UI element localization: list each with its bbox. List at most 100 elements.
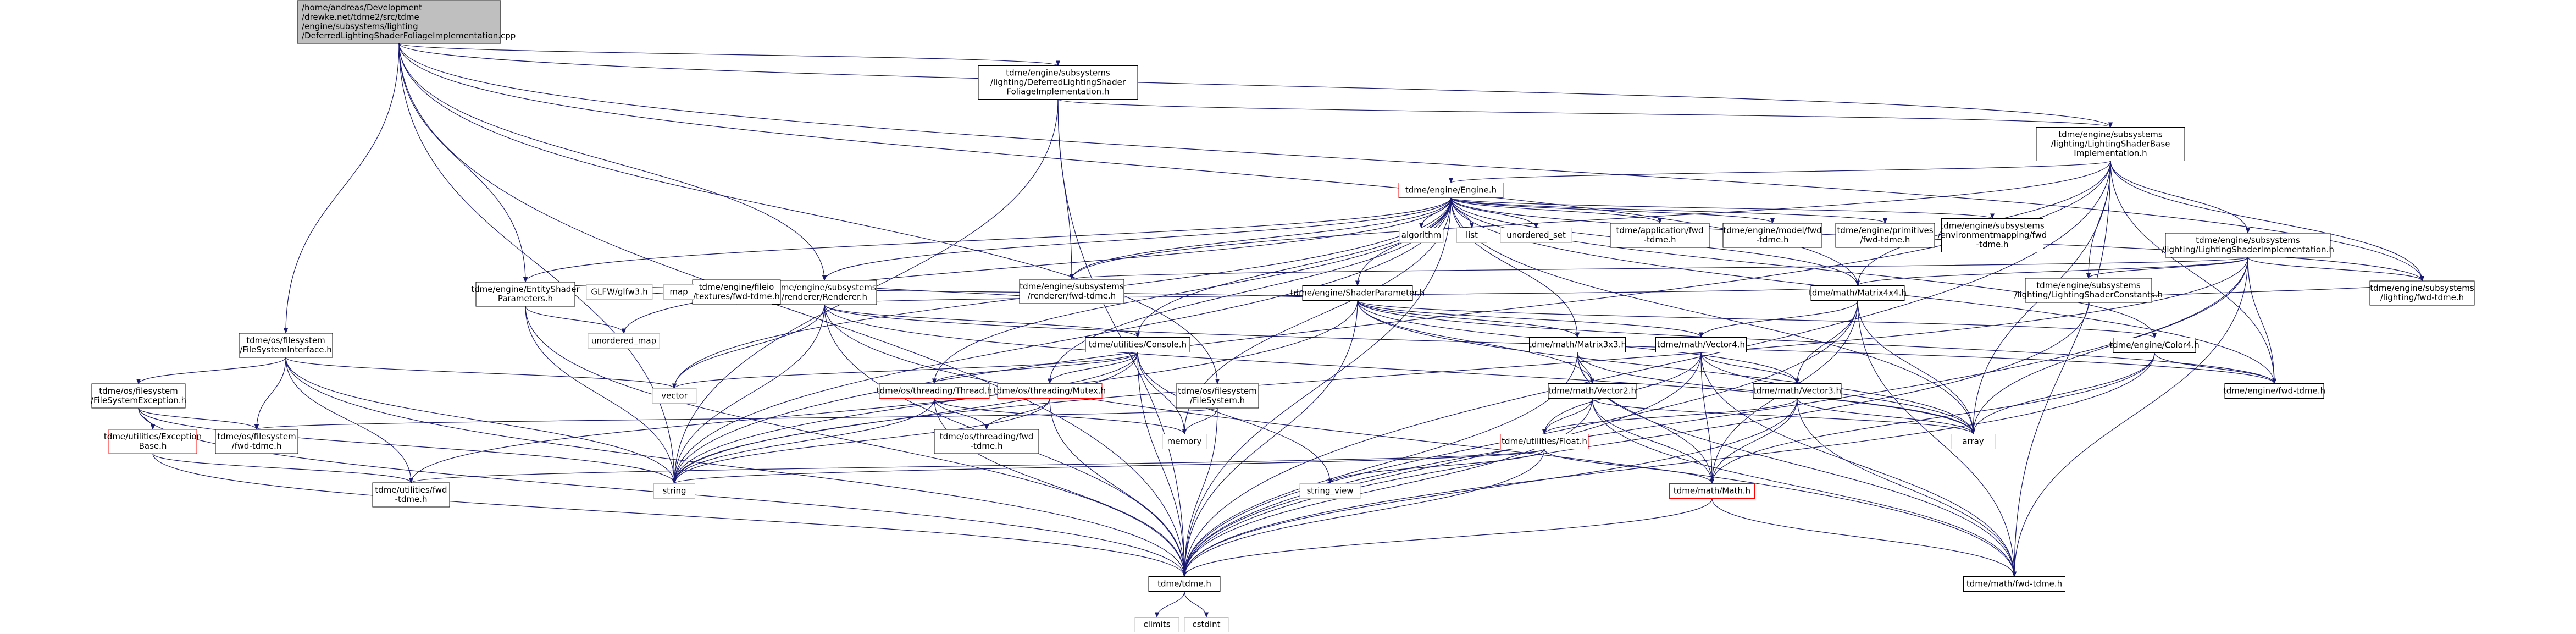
node-fsexception_h[interactable]: tdme/os/filesystem/FileSystemException.h: [91, 383, 186, 409]
edge-math_h-to-mathfwd_h: [1711, 498, 2017, 577]
node-modelfwd_h[interactable]: tdme/engine/model/fwd-tdme.h: [1722, 223, 1822, 248]
node-appfwd_h[interactable]: tdme/application/fwd-tdme.h: [1610, 223, 1710, 248]
node-label-cstdint: cstdint: [1192, 620, 1220, 630]
node-vector2_h[interactable]: tdme/math/Vector2.h: [1548, 383, 1637, 399]
node-label-threadingfwd_h: tdme/os/threading/fwd: [940, 432, 1034, 442]
edge-renderer_h-to-console_h: [824, 304, 1140, 338]
node-box-string: [653, 483, 695, 499]
edge-lsimpl_h-to-mathfwd_h: [2012, 257, 2248, 577]
edge-root-to-renderer_h: [398, 43, 827, 281]
node-rendererfwd_h[interactable]: tdme/engine/subsystems/renderer/fwd-tdme…: [1019, 279, 1124, 304]
node-lsbase_h[interactable]: tdme/engine/subsystems/lighting/Lighting…: [2036, 127, 2185, 161]
node-math_h[interactable]: tdme/math/Math.h: [1669, 483, 1755, 499]
edge-lsbase_h-to-lightingfwd_h: [2110, 161, 2424, 282]
node-vector3_h[interactable]: tdme/math/Vector3.h: [1753, 383, 1842, 399]
node-label-primitivesfwd_h: /fwd-tdme.h: [1860, 235, 1910, 245]
node-utilsfwd_h[interactable]: tdme/utilities/fwd-tdme.h: [372, 482, 450, 508]
node-label-envmapfwd_h: -tdme.h: [1976, 240, 2009, 250]
node-mathfwd_h[interactable]: tdme/math/fwd-tdme.h: [1963, 576, 2065, 592]
node-label-entityshaderparams_h: Parameters.h: [498, 294, 553, 304]
edge-lsconst_h-to-tdme_h: [1182, 302, 2089, 577]
node-box-renderer_h: [772, 280, 877, 305]
edge-engine_h-to-unordered_map: [622, 197, 1452, 334]
node-box-appfwd_h: [1610, 223, 1710, 248]
node-enginefwd_h[interactable]: tdme/engine/fwd-tdme.h: [2223, 383, 2325, 399]
node-matrix4x4_h[interactable]: tdme/math/Matrix4x4.h: [1809, 285, 1907, 301]
node-box-unordered_set: [1500, 228, 1572, 243]
node-primitivesfwd_h[interactable]: tdme/engine/primitives/fwd-tdme.h: [1835, 223, 1935, 248]
node-engine_h[interactable]: tdme/engine/Engine.h: [1398, 183, 1504, 198]
edge-root-to-deferred_h: [398, 43, 1060, 67]
node-texturesfwd_h[interactable]: tdme/engine/fileio/textures/fwd-tdme.h: [692, 279, 781, 305]
node-label-fsinterface_h: /FileSystemInterface.h: [240, 345, 332, 355]
node-deferred_h[interactable]: tdme/engine/subsystems/lighting/Deferred…: [978, 65, 1138, 100]
node-box-lsconst_h: [2025, 278, 2152, 303]
edge-entityshaderparams_h-to-string: [525, 306, 677, 484]
edge-fsexception_h-to-osfsfwd_h: [138, 407, 259, 430]
node-threadingfwd_h[interactable]: tdme/os/threading/fwd-tdme.h: [934, 429, 1039, 454]
node-label-root: /home/andreas/Development: [302, 3, 422, 13]
node-box-color4_h: [2113, 338, 2196, 353]
node-fsinterface_h[interactable]: tdme/os/filesystem/FileSystemInterface.h: [239, 333, 333, 358]
node-box-lsbase_h: [2036, 127, 2185, 161]
edge-math_h-to-tdme_h: [1182, 498, 1713, 577]
node-filesystem_h[interactable]: tdme/os/filesystem/FileSystem.h: [1176, 383, 1259, 409]
edge-root-to-string: [398, 43, 677, 484]
node-label-matrix3x3_h: tdme/math/Matrix3x3.h: [1528, 340, 1626, 350]
edge-shaderparameter_h-to-color4_h: [1357, 300, 2157, 339]
node-matrix3x3_h[interactable]: tdme/math/Matrix3x3.h: [1528, 337, 1626, 352]
edge-engine_h-to-string: [672, 197, 1452, 484]
node-thread_h[interactable]: tdme/os/threading/Thread.h: [877, 383, 992, 399]
edge-fsexception_h-to-exceptionbase_h: [138, 407, 155, 430]
edge-engine_h-to-envmapfwd_h: [1450, 197, 1995, 219]
node-root[interactable]: /home/andreas/Development/drewke.net/tdm…: [297, 0, 516, 44]
edge-lsimpl_h-to-matrix4x4_h: [1855, 257, 2248, 286]
edge-lsbase_h-to-tdme_h: [1182, 161, 2111, 577]
node-box-memory: [1162, 434, 1207, 449]
node-label-shaderparameter_h: tdme/engine/ShaderParameter.h: [1290, 288, 1425, 298]
edge-float_h-to-math_h: [1544, 449, 1714, 484]
node-vector4_h[interactable]: tdme/math/Vector4.h: [1655, 337, 1747, 352]
node-label-lsconst_h: tdme/engine/subsystems: [2036, 280, 2141, 290]
node-label-root: /drewke.net/tdme2/src/tdme: [302, 12, 419, 22]
edge-mutex_h-to-threadingfwd_h: [984, 398, 1050, 430]
edge-filesystem_h-to-memory: [1182, 407, 1218, 435]
node-lightingfwd_h[interactable]: tdme/engine/subsystems/lighting/fwd-tdme…: [2369, 280, 2475, 306]
edge-vector2_h-to-math_h: [1592, 398, 1714, 484]
node-label-deferred_h: tdme/engine/subsystems: [1006, 68, 1110, 78]
node-label-texturesfwd_h: tdme/engine/fileio: [699, 282, 774, 292]
node-renderer_h[interactable]: tdme/engine/subsystems/renderer/Renderer…: [772, 280, 877, 305]
edge-color4_h-to-math_h: [1710, 352, 2155, 484]
node-box-primitivesfwd_h: [1835, 223, 1935, 248]
node-label-string: string: [662, 486, 686, 496]
node-label-appfwd_h: tdme/application/fwd: [1616, 225, 1704, 235]
edge-vector3_h-to-tdme_h: [1182, 398, 1798, 577]
edge-console_h-to-string: [672, 352, 1138, 484]
edge-vector2_h-to-mathfwd_h: [1592, 398, 2017, 577]
node-label-lsimpl_h: /lighting/LightingShaderImplementation.h: [2162, 245, 2334, 255]
node-label-filesystem_h: tdme/os/filesystem: [1178, 386, 1256, 396]
node-color4_h[interactable]: tdme/engine/Color4.h: [2109, 338, 2200, 353]
node-osfsfwd_h[interactable]: tdme/os/filesystem/fwd-tdme.h: [215, 429, 298, 454]
node-array: array: [1951, 434, 1996, 449]
node-envmapfwd_h[interactable]: tdme/engine/subsystems/environmentmappin…: [1938, 218, 2047, 252]
node-console_h[interactable]: tdme/utilities/Console.h: [1085, 337, 1190, 352]
node-lsimpl_h[interactable]: tdme/engine/subsystems/lighting/Lighting…: [2162, 233, 2334, 258]
node-box-shaderparameter_h: [1302, 285, 1413, 301]
node-box-climits: [1134, 617, 1179, 632]
edge-console_h-to-memory: [1137, 352, 1187, 435]
node-box-vector4_h: [1655, 337, 1747, 352]
node-tdme_h[interactable]: tdme/tdme.h: [1148, 576, 1221, 592]
edge-float_h-to-tdme_h: [1182, 449, 1545, 577]
node-label-modelfwd_h: tdme/engine/model/fwd: [1723, 225, 1821, 235]
node-mutex_h[interactable]: tdme/os/threading/Mutex.h: [994, 383, 1106, 399]
node-lsconst_h[interactable]: tdme/engine/subsystems/lighting/Lighting…: [2014, 278, 2163, 303]
node-float_h[interactable]: tdme/utilities/Float.h: [1500, 434, 1589, 449]
edge-matrix4x4_h-to-vector4_h: [1699, 300, 1858, 338]
node-shaderparameter_h[interactable]: tdme/engine/ShaderParameter.h: [1290, 285, 1425, 301]
edge-engine_h-to-modelfwd_h: [1450, 197, 1775, 224]
edge-console_h-to-vector: [672, 351, 1138, 389]
